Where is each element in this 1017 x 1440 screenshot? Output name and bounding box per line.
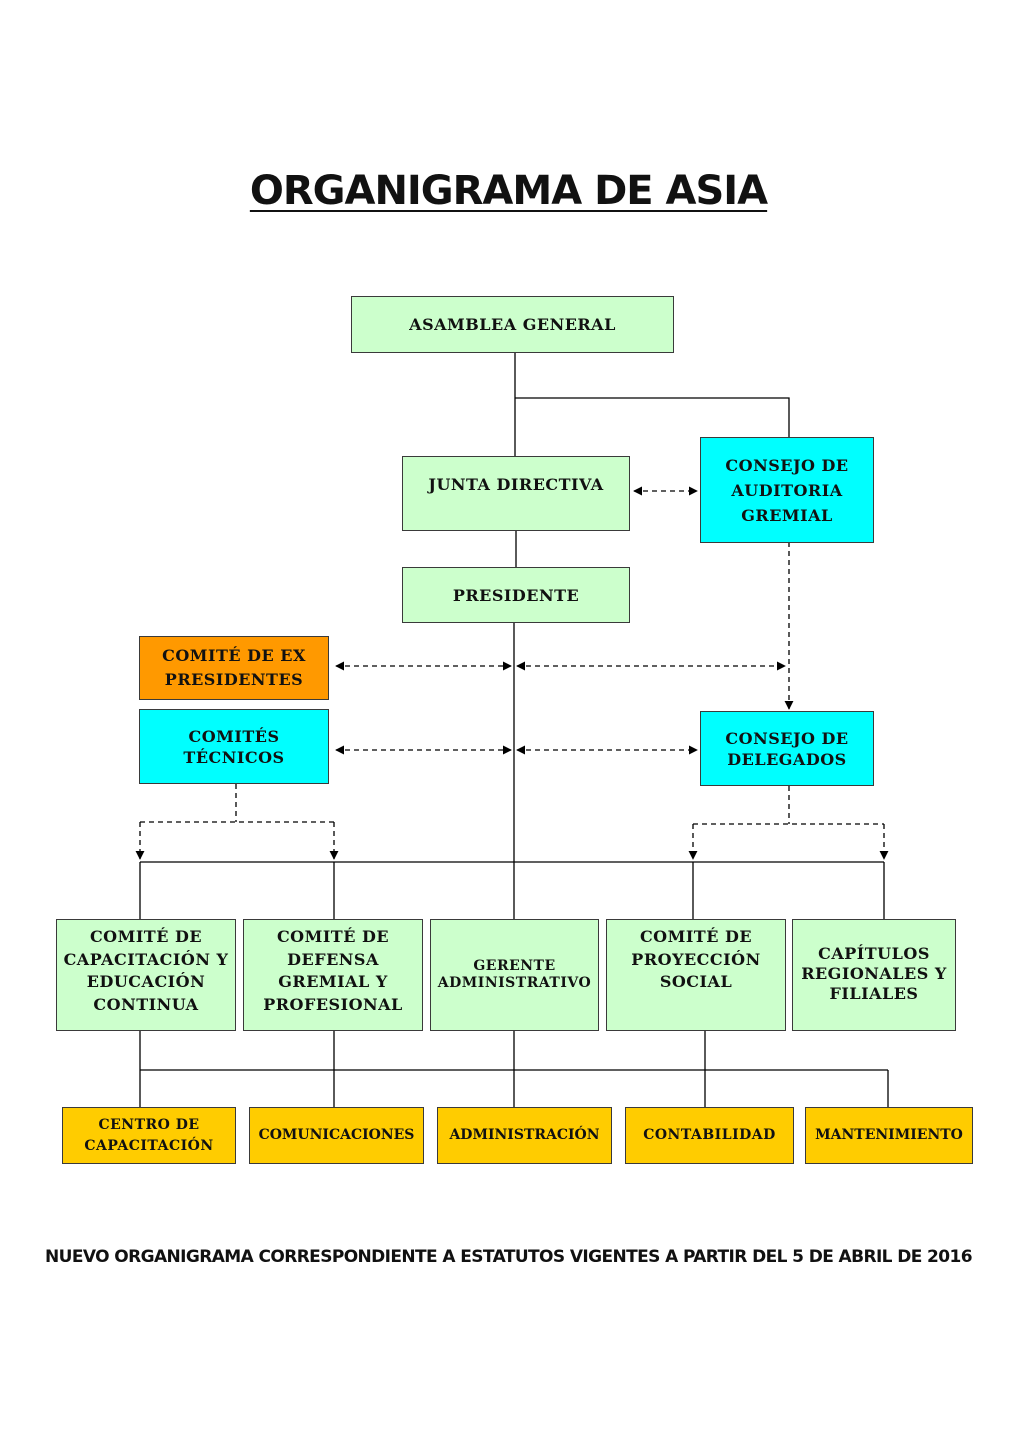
node-comite-ex-presidentes: COMITÉ DE EX PRESIDENTES: [139, 636, 329, 700]
node-contabilidad: CONTABILIDAD: [625, 1107, 794, 1164]
node-presidente: PRESIDENTE: [402, 567, 630, 623]
page-title: ORGANIGRAMA DE ASIA: [0, 168, 1017, 214]
node-comunicaciones: COMUNICACIONES: [249, 1107, 424, 1164]
line-asamblea-auditoria: [515, 397, 790, 437]
node-comites-tecnicos: COMITÉS TÉCNICOS: [139, 709, 329, 784]
page-title-text: ORGANIGRAMA DE ASIA: [249, 168, 768, 214]
node-mantenimiento: MANTENIMIENTO: [805, 1107, 973, 1164]
node-gerente-administrativo: GERENTE ADMINISTRATIVO: [430, 919, 599, 1031]
node-asamblea-general: ASAMBLEA GENERAL: [351, 296, 674, 353]
node-administracion: ADMINISTRACIÓN: [437, 1107, 612, 1164]
node-junta-directiva: JUNTA DIRECTIVA: [402, 456, 630, 531]
node-comite-proyeccion: COMITÉ DE PROYECCIÓN SOCIAL: [606, 919, 786, 1031]
node-consejo-auditoria: CONSEJO DE AUDITORIA GREMIAL: [700, 437, 874, 543]
node-comite-capacitacion: COMITÉ DE CAPACITACIÓN Y EDUCACIÓN CONTI…: [56, 919, 236, 1031]
node-comite-defensa: COMITÉ DE DEFENSA GREMIAL Y PROFESIONAL: [243, 919, 423, 1031]
node-consejo-delegados: CONSEJO DE DELEGADOS: [700, 711, 874, 786]
footer-note: NUEVO ORGANIGRAMA CORRESPONDIENTE A ESTA…: [45, 1247, 973, 1267]
node-centro-capacitacion: CENTRO DE CAPACITACIÓN: [62, 1107, 236, 1164]
node-capitulos-regionales: CAPÍTULOS REGIONALES Y FILIALES: [792, 919, 956, 1031]
